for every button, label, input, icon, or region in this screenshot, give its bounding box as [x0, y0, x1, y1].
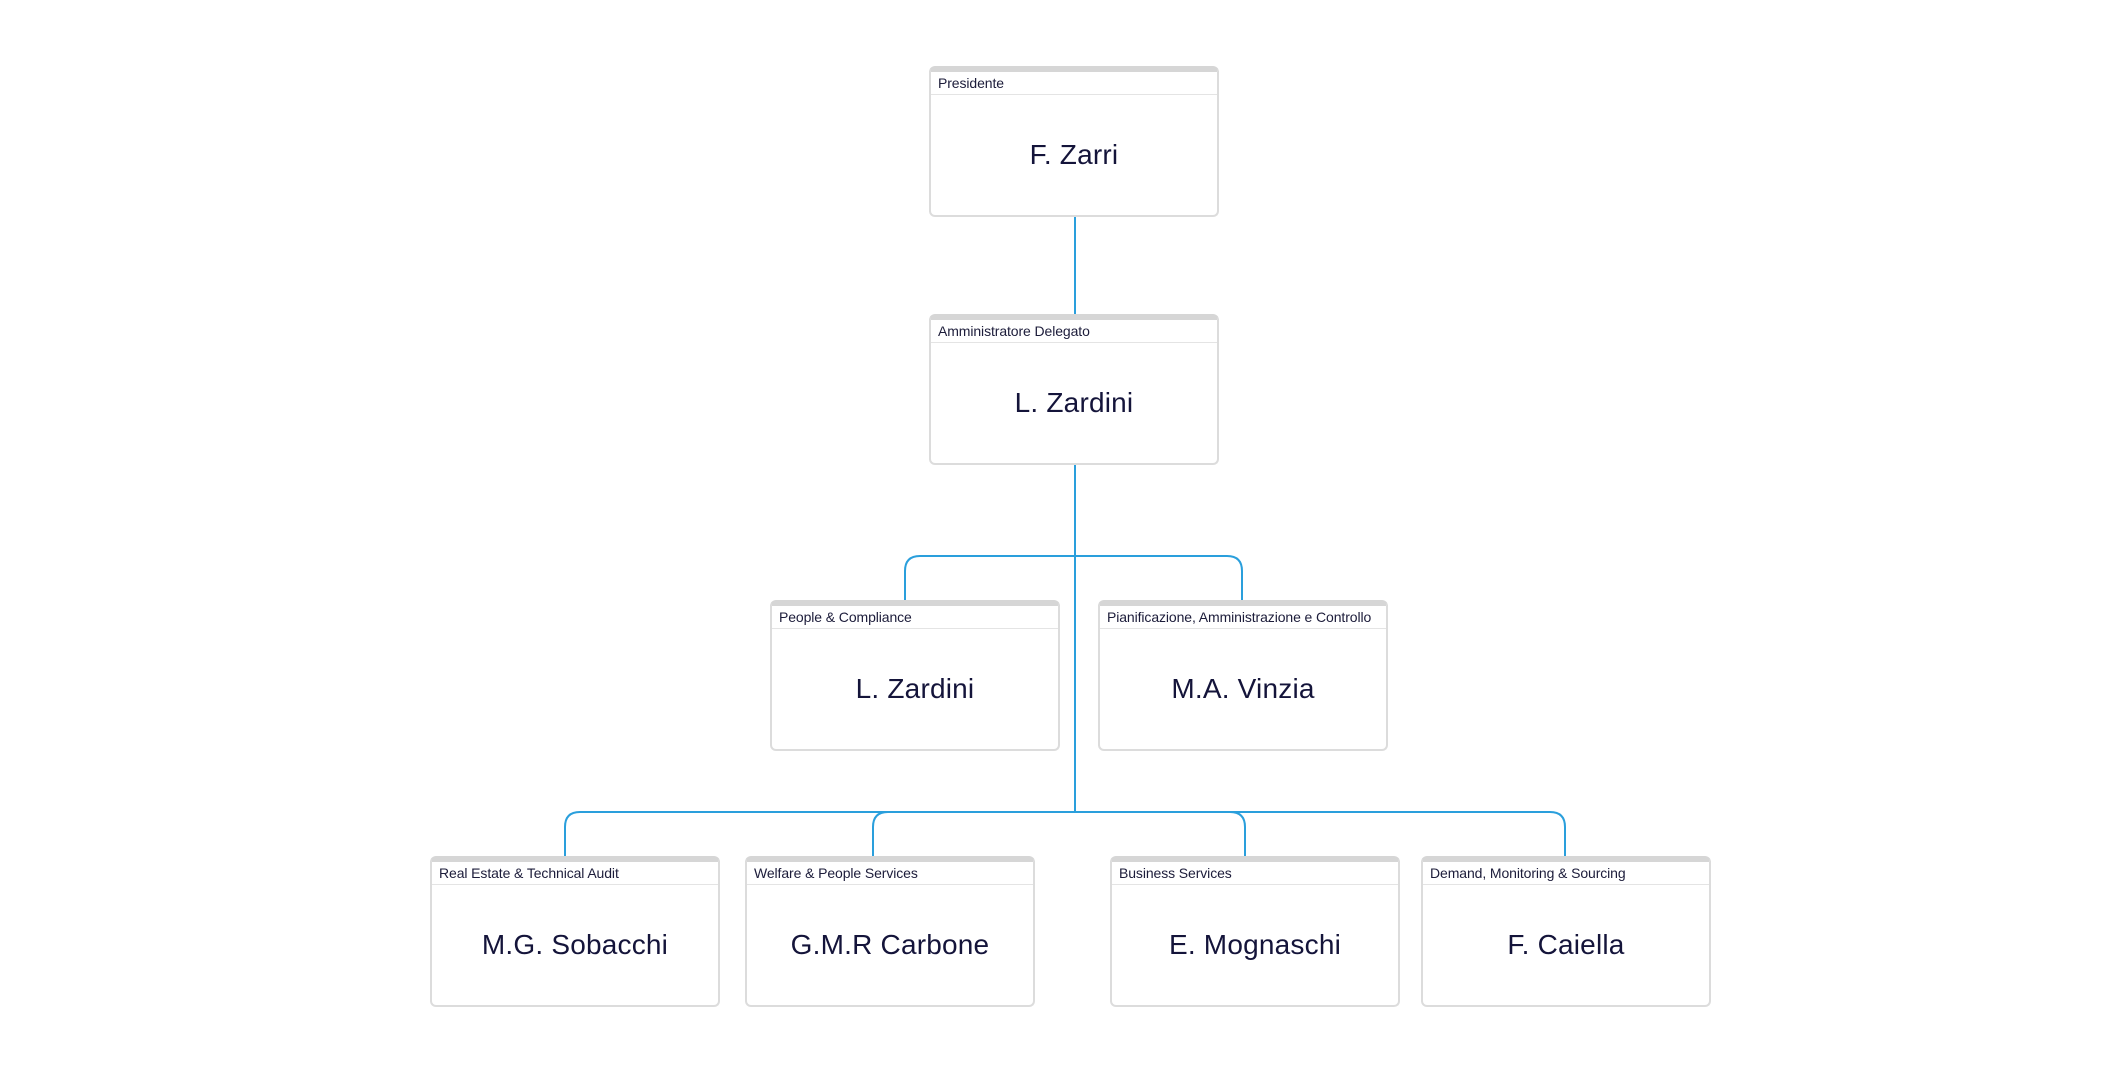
org-node-real-estate[interactable]: Real Estate & Technical Audit M.G. Sobac…	[430, 856, 720, 1007]
node-role-title: People & Compliance	[772, 606, 1058, 629]
node-person-name: G.M.R Carbone	[790, 929, 990, 960]
connector-ad-pianif	[1075, 555, 1243, 600]
node-role-title: Business Services	[1112, 862, 1398, 885]
connector-ad-realestate	[564, 811, 1075, 856]
org-node-demand-monitoring[interactable]: Demand, Monitoring & Sourcing F. Caiella	[1421, 856, 1711, 1007]
node-role-title: Presidente	[931, 72, 1217, 95]
org-node-pianificazione[interactable]: Pianificazione, Amministrazione e Contro…	[1098, 600, 1388, 751]
node-person-name: L. Zardini	[855, 673, 975, 704]
node-person-name: M.A. Vinzia	[1171, 673, 1315, 704]
org-node-people-compliance[interactable]: People & Compliance L. Zardini	[770, 600, 1060, 751]
connector-ad-people	[904, 555, 1075, 600]
node-role-title: Amministratore Delegato	[931, 320, 1217, 343]
node-role-title: Real Estate & Technical Audit	[432, 862, 718, 885]
node-person-name: M.G. Sobacchi	[481, 929, 669, 960]
org-node-business-services[interactable]: Business Services E. Mognaschi	[1110, 856, 1400, 1007]
connector-ad-welfare	[872, 811, 1075, 856]
org-node-presidente[interactable]: Presidente F. Zarri	[929, 66, 1219, 217]
node-person-name: F. Zarri	[1029, 139, 1119, 170]
node-person-name: E. Mognaschi	[1168, 929, 1342, 960]
node-role-title: Demand, Monitoring & Sourcing	[1423, 862, 1709, 885]
org-node-amministratore-delegato[interactable]: Amministratore Delegato L. Zardini	[929, 314, 1219, 465]
node-role-title: Welfare & People Services	[747, 862, 1033, 885]
connector-ad-demand	[1075, 811, 1566, 856]
node-role-title: Pianificazione, Amministrazione e Contro…	[1100, 606, 1386, 629]
node-person-name: F. Caiella	[1507, 929, 1625, 960]
connector-ad-business	[1075, 811, 1246, 856]
node-person-name: L. Zardini	[1014, 387, 1134, 418]
org-node-welfare[interactable]: Welfare & People Services G.M.R Carbone	[745, 856, 1035, 1007]
